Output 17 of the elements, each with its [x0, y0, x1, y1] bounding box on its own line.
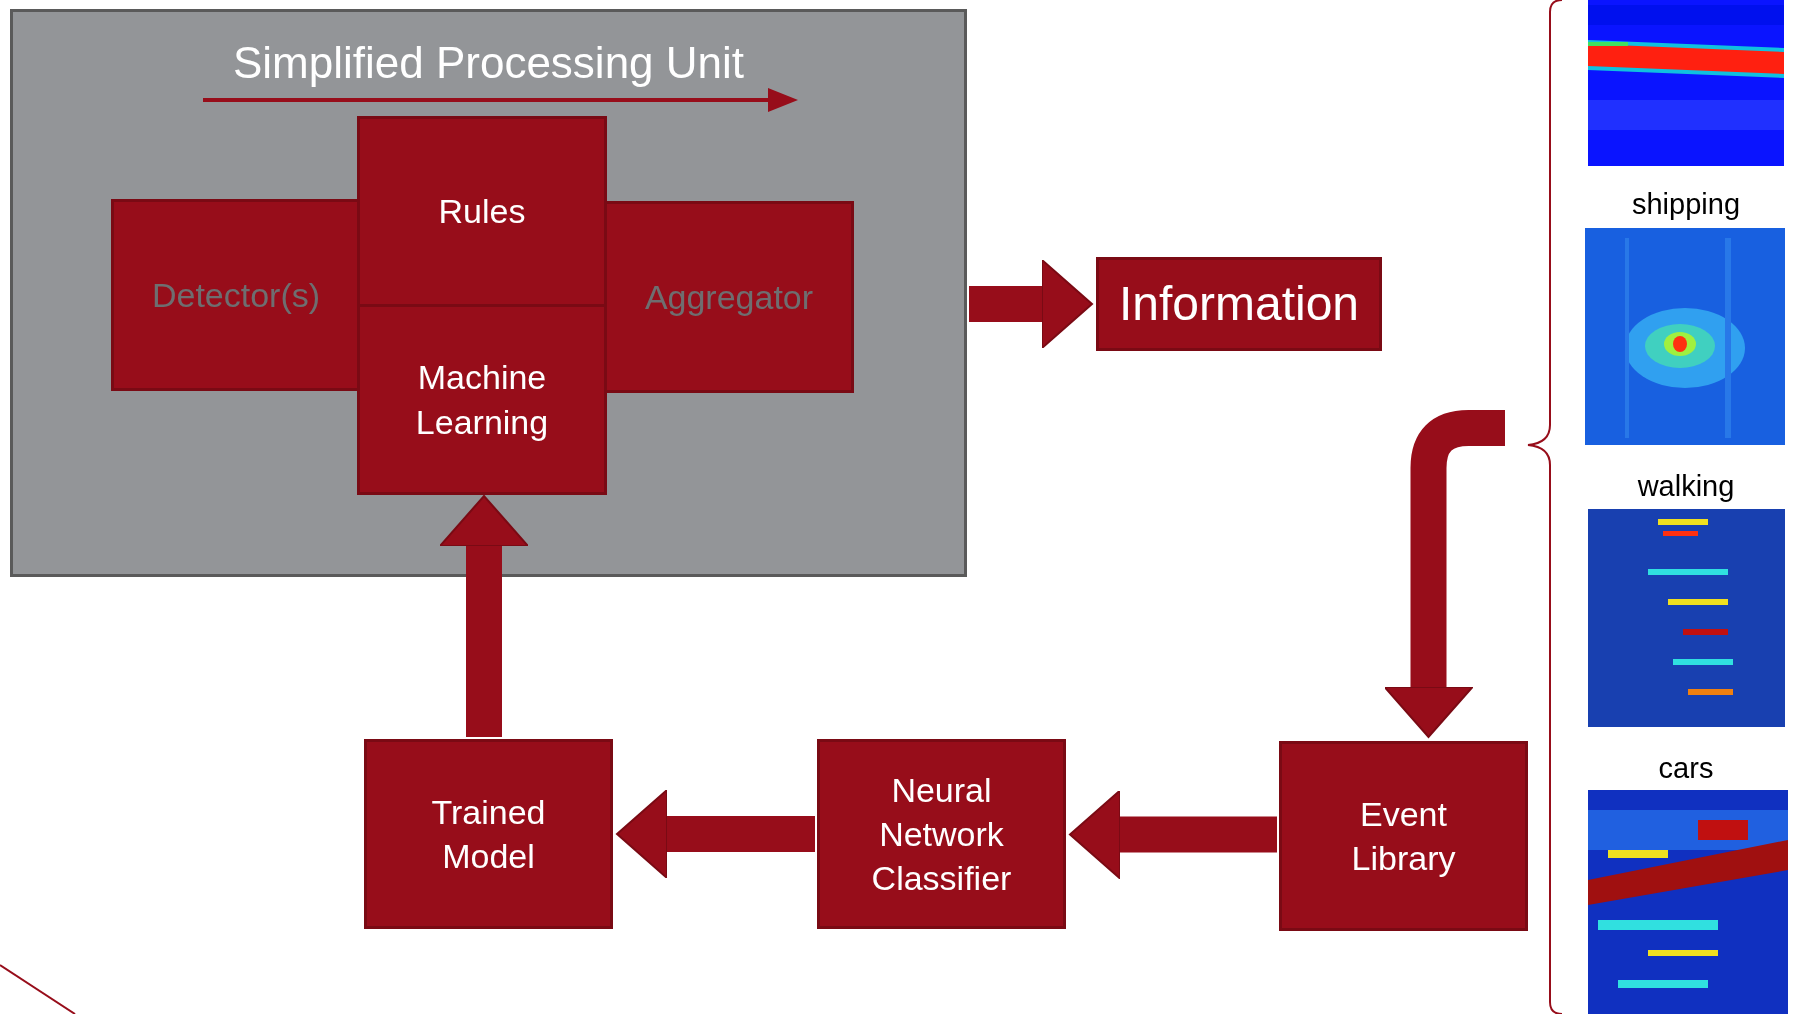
picture-caption: cars — [1657, 752, 1715, 785]
block-arrow — [969, 259, 1093, 349]
block-arrow — [1069, 789, 1277, 880]
picture-caption: walking — [1636, 470, 1736, 503]
block-arrow — [616, 789, 815, 879]
block-arrow — [1383, 410, 1505, 738]
panel-title: Simplified Processing Unit — [231, 37, 746, 89]
unit-panel — [10, 9, 967, 577]
process-box: Rules — [357, 116, 607, 307]
process-box: Event Library — [1279, 741, 1528, 931]
process-box: Aggregator — [604, 201, 854, 393]
process-box: Trained Model — [364, 739, 613, 929]
block-arrow — [439, 495, 529, 737]
process-box: Information — [1096, 257, 1382, 351]
picture-caption: shipping — [1631, 188, 1741, 221]
process-box: Machine Learning — [357, 304, 607, 495]
process-box: Neural Network Classifier — [817, 739, 1066, 929]
